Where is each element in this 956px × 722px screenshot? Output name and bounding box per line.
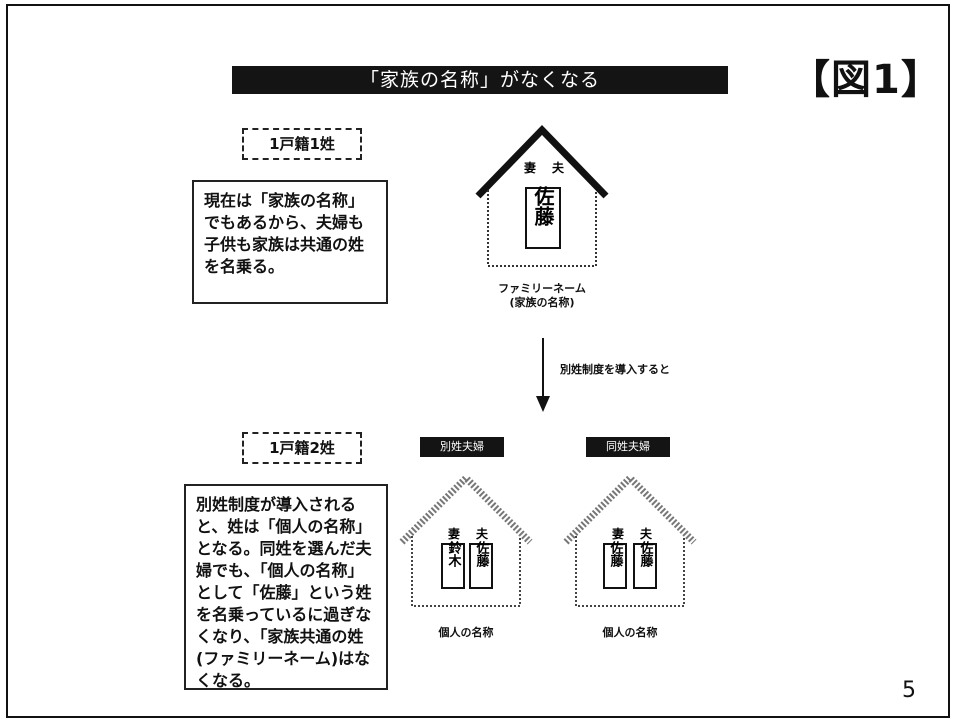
figure-label: 【図1】 [790, 57, 942, 103]
house-walls [487, 190, 597, 267]
arrow-label: 別姓制度を導入すると [560, 363, 670, 376]
house-wife-label: 妻 [524, 160, 536, 175]
family-name-box [525, 187, 561, 249]
slide-frame [6, 4, 950, 718]
family-name: 佐藤 [531, 185, 555, 227]
right-house-caption: 個人の名称 [602, 626, 658, 639]
left-house-husband-label: 夫 [475, 526, 489, 541]
left-house-wife-label: 妻 [448, 526, 460, 541]
right-house-wife-name: 佐藤 [608, 540, 625, 568]
family-name-caption-sub: (家族の名称) [509, 296, 575, 309]
current-system-note: 現在は「家族の名称」でもあるから、夫婦も子供も家族は共通の姓を名乗る。 [192, 180, 388, 304]
family-house-diagram: 妻 夫 佐藤 [475, 124, 609, 267]
left-house-caption: 個人の名称 [438, 626, 494, 639]
left-house-husband-name: 佐藤 [474, 540, 491, 568]
right-house-husband-name: 佐藤 [638, 540, 655, 568]
right-house-husband-label: 夫 [639, 526, 653, 541]
same-surname-couple-house: 妻 夫 佐藤 佐藤 [563, 473, 697, 607]
slide-title: 「家族の名称」がなくなる [232, 66, 728, 94]
separate-surname-note: 別姓制度が導入されると、姓は「個人の名称」となる。同姓を選んだ夫婦でも、「個人の… [184, 484, 388, 690]
left-house-wife-name: 鈴木 [446, 540, 463, 568]
separate-couple-house: 妻 夫 鈴木 佐藤 [399, 473, 533, 607]
down-arrow-icon [536, 338, 550, 412]
right-house-wife-label: 妻 [612, 526, 624, 541]
same-surname-couple-tag: 同姓夫婦 [586, 437, 670, 457]
single-surname-tag: 1戸籍1姓 [242, 128, 362, 160]
house-husband-label: 夫 [551, 160, 565, 175]
family-name-caption: ファミリーネーム [498, 282, 586, 295]
page-number: 5 [902, 678, 916, 703]
separate-couple-tag: 別姓夫婦 [420, 437, 504, 457]
house-roof [475, 124, 609, 199]
double-surname-tag: 1戸籍2姓 [242, 432, 362, 464]
